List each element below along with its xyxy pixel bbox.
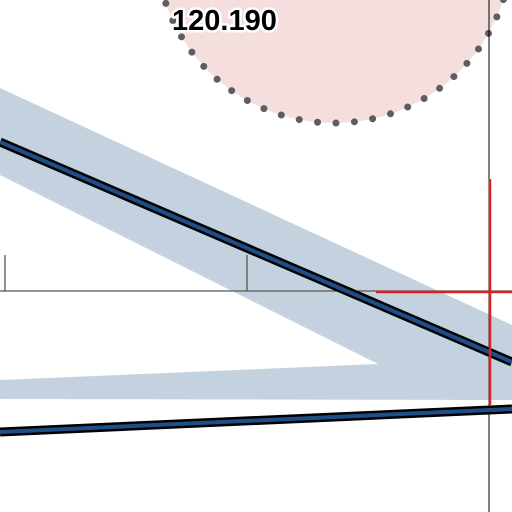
frequency-label: 120.190: [172, 5, 277, 37]
route-segment-lower[interactable]: [0, 404, 512, 437]
airspace-area[interactable]: [156, 0, 512, 127]
route-corridor: [0, 88, 512, 400]
route-segment-upper[interactable]: [0, 137, 512, 367]
crosshair-marker[interactable]: [376, 179, 512, 405]
